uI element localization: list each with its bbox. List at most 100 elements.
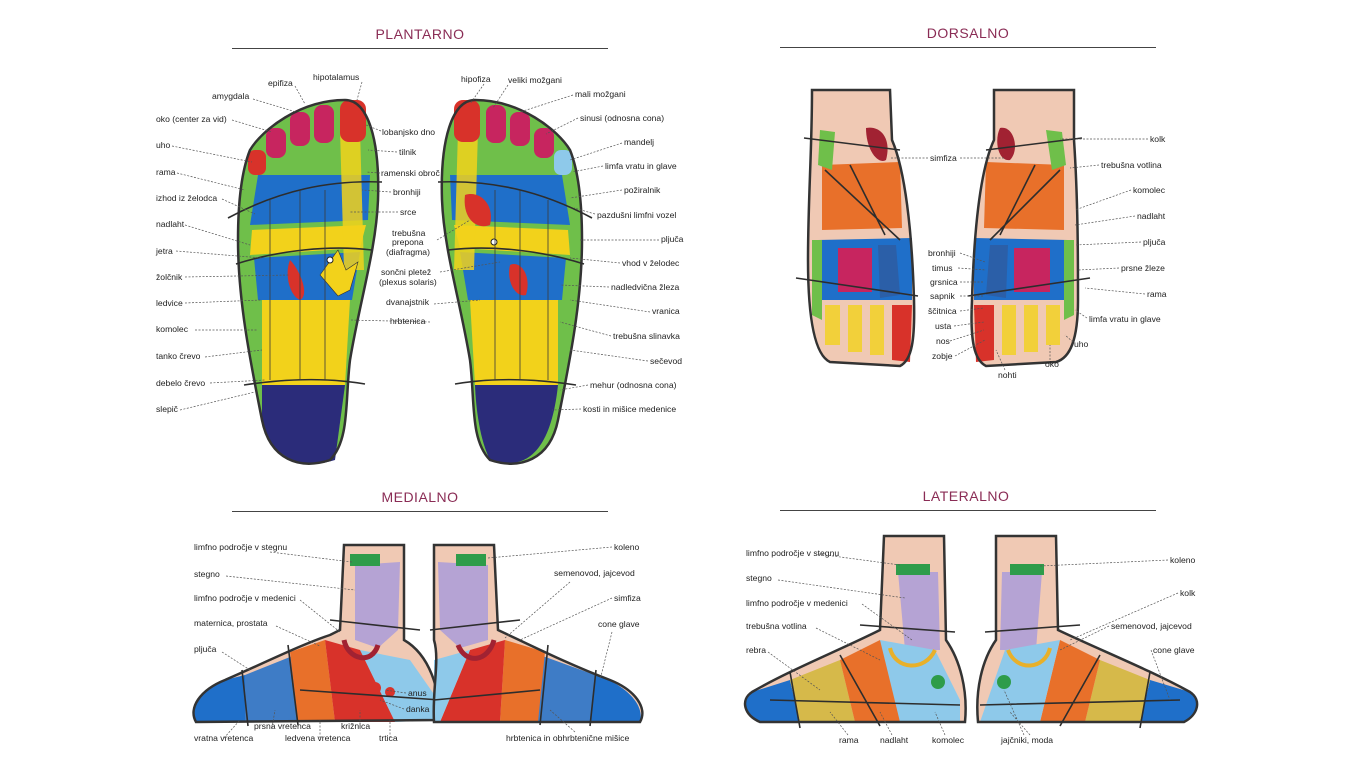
label-mandelj: mandelj [624,137,654,147]
medial-left-foot [192,543,442,727]
label-rama-dorsal: rama [1147,289,1167,299]
rule-medial [232,511,608,512]
label-pazdusni: pazdušni limfni vozel [597,210,676,220]
label-kolk-lateral: kolk [1180,588,1196,598]
title-lateral: LATERALNO [922,488,1010,504]
label-plexus-solaris: (plexus solaris) [379,277,437,287]
label-anus: anus [408,688,427,698]
label-limfa-dorsal: limfa vratu in glave [1089,314,1161,324]
label-pljuca-dorsal: pljuča [1143,237,1166,247]
label-bronhiji-dorsal: bronhiji [928,248,956,258]
label-trebusna: trebušna [392,228,426,238]
label-nadlaht-lateral: nadlaht [880,735,909,745]
label-nadledvicna: nadledvična žleza [611,282,680,292]
label-kolk-dorsal: kolk [1150,134,1166,144]
label-dvanajstnik: dvanajstnik [386,297,430,307]
label-sapnik: sapnik [930,291,956,301]
label-komolec: komolec [156,324,189,334]
plantar-right-foot [437,98,593,465]
label-kosti-misice: kosti in mišice medenice [583,404,676,414]
label-semenovod-medial: semenovod, jajcevod [554,568,635,578]
label-limfa-vratu: limfa vratu in glave [605,161,677,171]
label-ledvena-vretenca: ledvena vretenca [285,733,351,743]
label-zolcnik: žolčnik [156,272,183,282]
label-hipotalamus: hipotalamus [313,72,359,82]
label-poziralnik: požiralnik [624,185,661,195]
label-trebusna-votlina-lateral: trebušna votlina [746,621,807,631]
title-medial: MEDIALNO [381,489,459,505]
label-cone-glave-lateral: cone glave [1153,645,1195,655]
label-secevod: sečevod [650,356,682,366]
label-semenovod-lateral: semenovod, jajcevod [1111,621,1192,631]
title-dorsal: DORSALNO [926,25,1010,41]
label-limfno-medenica-medial: limfno področje v medenici [194,593,296,603]
label-rama-lateral: rama [839,735,859,745]
label-uho-dorsal: uho [1074,339,1089,349]
label-izhod-iz-zelodca: izhod iz želodca [156,193,217,203]
label-maternica-prostata: maternica, prostata [194,618,268,628]
label-nadlaht: nadlaht [156,219,185,229]
label-nos: nos [936,336,950,346]
label-oko-dorsal: oko [1045,359,1059,369]
label-mehur: mehur (odnosna cona) [590,380,677,390]
label-pljuca-medial: pljuča [194,644,217,654]
rule-plantar [232,48,608,49]
medial-right-foot [429,543,644,727]
title-plantar: PLANTARNO [375,26,465,42]
label-trebusna-slinavka: trebušna slinavka [613,331,680,341]
label-cone-glave-medial: cone glave [598,619,640,629]
label-usta: usta [935,321,951,331]
label-nadlaht-dorsal: nadlaht [1137,211,1166,221]
label-rama: rama [156,167,176,177]
label-sinusi: sinusi (odnosna cona) [580,113,664,123]
label-vranica: vranica [652,306,680,316]
label-soncni-pletez: sončni pletež [381,267,431,277]
label-prsna-vretenca: prsna vretenca [254,721,311,731]
dorsal-labels: simfiza bronhiji timus grsnica sapnik šč… [890,134,1167,380]
label-limfno-stegno-medial: limfno področje v stegnu [194,542,287,552]
label-timus: timus [932,263,953,273]
label-kriznica: križnica [341,721,370,731]
label-limfno-stegno-lateral: limfno področje v stegnu [746,548,839,558]
label-epifiza: epifiza [268,78,293,88]
label-vratna-vretenca: vratna vretenca [194,733,253,743]
label-limfno-medenica-lateral: limfno področje v medenici [746,598,848,608]
label-pljuca-plantar: pljuča [661,234,684,244]
label-rebra: rebra [746,645,766,655]
label-hrbtenica: hrbtenica [390,316,426,326]
label-ramenski-obroc: ramenski obroč [381,168,440,178]
label-stegno-medial: stegno [194,569,220,579]
label-grsnica: grsnica [930,277,958,287]
label-debelo-crevo: debelo črevo [156,378,205,388]
label-komolec-lateral: komolec [932,735,965,745]
label-jetra: jetra [155,246,173,256]
label-zobje: zobje [932,351,953,361]
label-veliki-mozgani: veliki možgani [508,75,562,85]
label-koleno-medial: koleno [614,542,640,552]
label-uho: uho [156,140,171,150]
rule-lateral [780,510,1156,511]
label-prsne-zleze: prsne žleze [1121,263,1165,273]
label-srce: srce [400,207,416,217]
label-jajcniki-moda: jajčniki, moda [1000,735,1053,745]
label-trtica: trtica [379,733,398,743]
lateral-left-foot [743,534,967,729]
label-slepic: slepič [156,404,179,414]
label-oko-center: oko (center za vid) [156,114,227,124]
label-mali-mozgani: mali možgani [575,89,626,99]
lateral-right-foot [976,534,1199,729]
label-trebusna-votlina-dorsal: trebušna votlina [1101,160,1162,170]
dorsal-left-foot [795,88,919,368]
label-hipofiza: hipofiza [461,74,491,84]
label-tanko-crevo: tanko črevo [156,351,201,361]
label-koleno-lateral: koleno [1170,555,1196,565]
label-diafragma: (diafragma) [386,247,430,257]
dorsal-right-foot [967,88,1091,368]
label-simfiza-medial: simfiza [614,593,641,603]
plantar-labels: epifiza hipotalamus amygdala oko (center… [155,72,684,414]
label-amygdala: amygdala [212,91,249,101]
label-simfiza-dorsal: simfiza [930,153,957,163]
label-prepona: prepona [392,237,424,247]
plantar-left-foot [227,98,383,465]
